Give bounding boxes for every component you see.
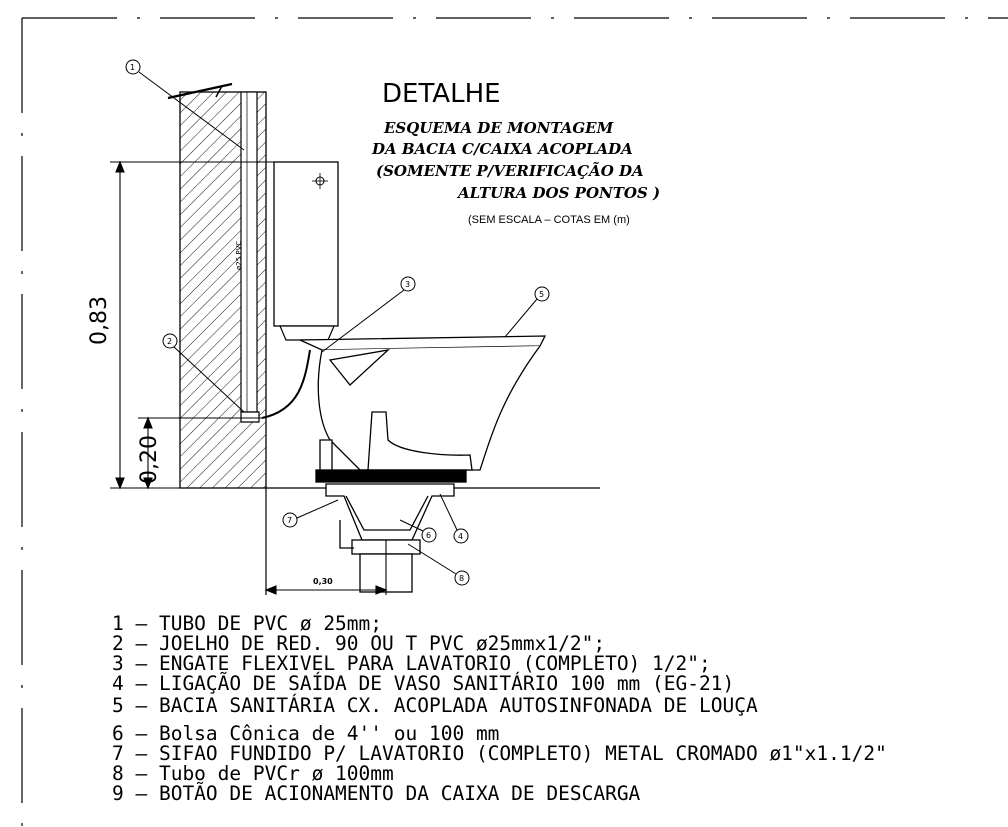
svg-text:1: 1 bbox=[130, 63, 135, 72]
pvc-pipe: ø25 PVC bbox=[235, 91, 260, 423]
title-line-1: ESQUEMA DE MONTAGEM bbox=[383, 119, 614, 137]
dimension-label-total: 0,83 bbox=[87, 296, 112, 345]
dimension-total-height bbox=[110, 160, 338, 490]
legend-item: 1 – TUBO DE PVC ø 25mm; bbox=[112, 612, 382, 635]
pipe-label: ø25 PVC bbox=[235, 241, 243, 270]
dimension-label-width: 0,30 bbox=[313, 577, 333, 586]
svg-text:8: 8 bbox=[459, 574, 464, 583]
svg-text:2: 2 bbox=[167, 337, 172, 346]
drawing-border bbox=[21, 17, 1008, 827]
legend-item: 8 – Tubo de PVCr ø 100mm bbox=[112, 762, 394, 785]
callout-2: 2 bbox=[162, 333, 245, 413]
legend-item: 9 – BOTÃO DE ACIONAMENTO DA CAIXA DE DES… bbox=[112, 782, 641, 805]
legend-item: 4 – LIGAÇÃO DE SAÍDA DE VASO SANITÁRIO 1… bbox=[112, 672, 734, 695]
dimension-width bbox=[264, 540, 388, 595]
svg-text:5: 5 bbox=[539, 290, 544, 299]
callout-8: 8 bbox=[407, 543, 470, 586]
title-line-2: DA BACIA C/CAIXA ACOPLADA bbox=[371, 140, 633, 158]
dimension-low-height bbox=[110, 416, 266, 490]
flexible-hose bbox=[261, 349, 311, 419]
svg-text:6: 6 bbox=[426, 531, 431, 540]
dimension-label-low: 0,20 bbox=[137, 435, 162, 484]
toilet-bowl bbox=[299, 335, 547, 483]
legend-item: 3 – ENGATE FLEXIVEL PARA LAVATORIO (COMP… bbox=[112, 652, 711, 675]
svg-text:3: 3 bbox=[405, 280, 410, 289]
title-main: DETALHE bbox=[382, 79, 501, 109]
svg-text:7: 7 bbox=[287, 516, 292, 525]
callout-4: 4 bbox=[439, 493, 469, 544]
elbow-fitting bbox=[240, 411, 260, 423]
svg-text:4: 4 bbox=[458, 532, 463, 541]
legend-item: 6 – Bolsa Cônica de 4'' ou 100 mm bbox=[112, 722, 499, 745]
callout-6: 6 bbox=[399, 519, 437, 543]
title-line-4: ALTURA DOS PONTOS ) bbox=[456, 184, 660, 202]
title-note: (SEM ESCALA – COTAS EM (m) bbox=[468, 214, 630, 226]
legend-item: 5 – BACIA SANITÁRIA CX. ACOPLADA AUTOSIN… bbox=[112, 694, 758, 717]
callout-1: 1 bbox=[125, 59, 245, 151]
callout-3: 3 bbox=[321, 276, 416, 353]
legend-item: 7 – SIFAO FUNDIDO P/ LAVATORIO (COMPLETO… bbox=[112, 742, 887, 765]
title-line-3: (SOMENTE P/VERIFICAÇÃO DA bbox=[376, 161, 644, 180]
callout-7: 7 bbox=[282, 499, 339, 528]
cistern bbox=[273, 161, 339, 341]
callout-5: 5 bbox=[504, 286, 550, 338]
legend: 1 – TUBO DE PVC ø 25mm; 2 – JOELHO DE RE… bbox=[112, 612, 887, 805]
legend-item: 2 – JOELHO DE RED. 90 OU T PVC ø25mmx1/2… bbox=[112, 632, 605, 655]
